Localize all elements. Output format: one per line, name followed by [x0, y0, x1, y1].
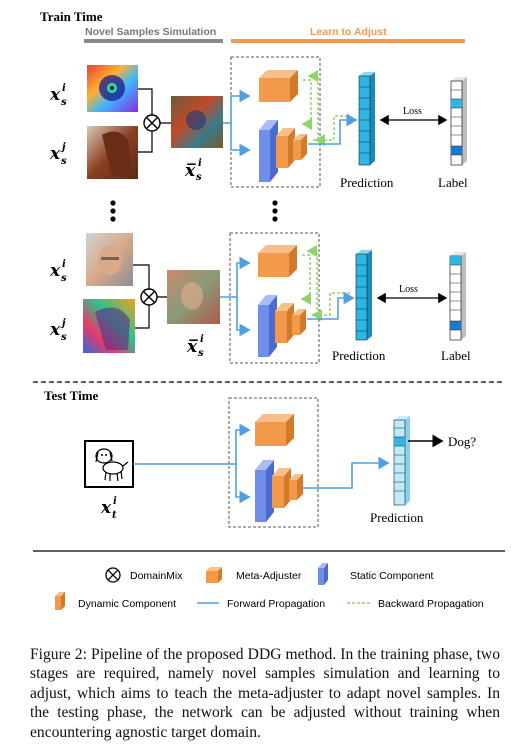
legend-static-component-label: Static Component — [350, 570, 434, 582]
vertical-ellipsis-right — [272, 200, 278, 222]
legend-dynamic-component-label: Dynamic Component — [78, 598, 176, 610]
output-arrow-test — [303, 456, 390, 489]
stage1-label: Novel Samples Simulation — [85, 26, 216, 38]
input-label-xsj-1: x j s — [49, 142, 67, 167]
dynamic-component-block-1 — [276, 128, 295, 168]
legend-meta-adjuster-icon — [206, 567, 222, 583]
target-image-dog-sketch — [84, 440, 134, 488]
svg-text:x: x — [49, 261, 61, 281]
dynamic-component-block-2 — [275, 303, 294, 343]
figure-caption: Figure 2: Pipeline of the proposed DDG m… — [30, 646, 500, 741]
network-box-2 — [229, 232, 320, 364]
vertical-ellipsis-left — [110, 200, 116, 222]
stage2-bar — [231, 39, 465, 43]
source-image-i-2 — [86, 233, 133, 286]
label-vector-2 — [449, 252, 466, 341]
mixed-label-2: x̅ i s — [186, 334, 204, 359]
domainmix-icon-2 — [140, 288, 158, 306]
forward-arrow-1 — [223, 89, 251, 124]
svg-text:x: x — [100, 498, 112, 518]
prediction-label-2: Prediction — [332, 348, 386, 363]
stage1-bar — [84, 39, 223, 43]
svg-text:s: s — [61, 156, 67, 167]
source-image-j-1 — [87, 126, 138, 179]
stage2-label: Learn to Adjust — [310, 26, 387, 38]
forward-arrow-test — [133, 423, 251, 465]
output-arrow-2 — [307, 291, 355, 320]
dynamic-component-small-1 — [293, 134, 307, 160]
legend-domainmix-icon — [105, 567, 121, 583]
svg-text:t: t — [112, 510, 117, 521]
svg-text:i: i — [200, 334, 204, 345]
output-arrow-1 — [308, 113, 358, 145]
source-image-j-2 — [83, 299, 135, 353]
svg-text:x: x — [49, 144, 61, 164]
meta-adjuster-block-2 — [258, 245, 297, 277]
prediction-vector-test — [393, 416, 410, 506]
backward-arrow-1 — [314, 115, 348, 146]
static-component-block-test — [255, 460, 274, 522]
svg-text:s: s — [198, 348, 204, 359]
static-component-block-2 — [258, 295, 277, 357]
backward-arrow-2 — [311, 292, 350, 321]
svg-text:j: j — [60, 318, 66, 329]
prediction-vector-2 — [355, 250, 372, 341]
meta-adjuster-block-1 — [259, 70, 298, 102]
input-label-xsj-2: x j s — [49, 318, 67, 343]
source-image-i-1 — [87, 65, 138, 112]
forward-arrow-2 — [220, 256, 251, 298]
label-vector-1 — [450, 77, 467, 166]
mixed-image-1 — [171, 96, 223, 148]
network-box-test — [228, 397, 319, 528]
mixed-label-1: x̅ i s — [184, 158, 202, 183]
svg-text:s: s — [196, 172, 202, 183]
svg-text:i: i — [62, 259, 66, 270]
domainmix-icon — [143, 114, 161, 132]
legend-static-component-icon — [318, 563, 328, 585]
target-label-xti: x i t — [100, 496, 117, 521]
dynamic-component-small-2 — [292, 309, 306, 335]
loss-label-1: Loss — [403, 106, 422, 117]
prediction-vector-1 — [358, 72, 375, 166]
meta-adjuster-block-test — [255, 414, 294, 446]
input-label-xsi-1: x i s — [49, 83, 67, 108]
svg-text:x̅: x̅ — [184, 161, 196, 181]
legend-dynamic-component-icon — [55, 592, 65, 610]
train-time-label: Train Time — [40, 9, 103, 24]
svg-text:s: s — [61, 97, 67, 108]
svg-text:s: s — [61, 273, 67, 284]
svg-text:j: j — [60, 142, 66, 153]
label-label-2: Label — [441, 348, 471, 363]
legend-meta-adjuster-label: Meta-Adjuster — [236, 570, 302, 582]
svg-text:i: i — [198, 158, 202, 169]
svg-text:x: x — [49, 320, 61, 340]
legend-backward-label: Backward Propagation — [378, 598, 484, 610]
adjust-arrow-1 — [301, 79, 312, 130]
legend-forward-label: Forward Propagation — [227, 598, 325, 610]
input-label-xsi-2: x i s — [49, 259, 67, 284]
loss-label-2: Loss — [399, 284, 418, 295]
svg-text:i: i — [62, 83, 66, 94]
svg-text:i: i — [113, 496, 117, 507]
svg-text:x: x — [49, 85, 61, 105]
adjust-arrow-2 — [300, 254, 311, 305]
svg-text:s: s — [61, 332, 67, 343]
prediction-label-1: Prediction — [340, 175, 394, 190]
legend-domainmix-label: DomainMix — [130, 570, 183, 582]
test-time-label: Test Time — [44, 388, 99, 403]
mixed-image-2 — [167, 270, 220, 324]
dynamic-component-block-test — [272, 468, 291, 508]
prediction-label-test: Prediction — [370, 510, 424, 525]
svg-text:x̅: x̅ — [186, 337, 198, 357]
dog-output-label: Dog? — [448, 434, 476, 449]
label-label-1: Label — [438, 175, 468, 190]
dynamic-component-small-test — [289, 474, 303, 500]
static-component-block-1 — [259, 120, 278, 182]
